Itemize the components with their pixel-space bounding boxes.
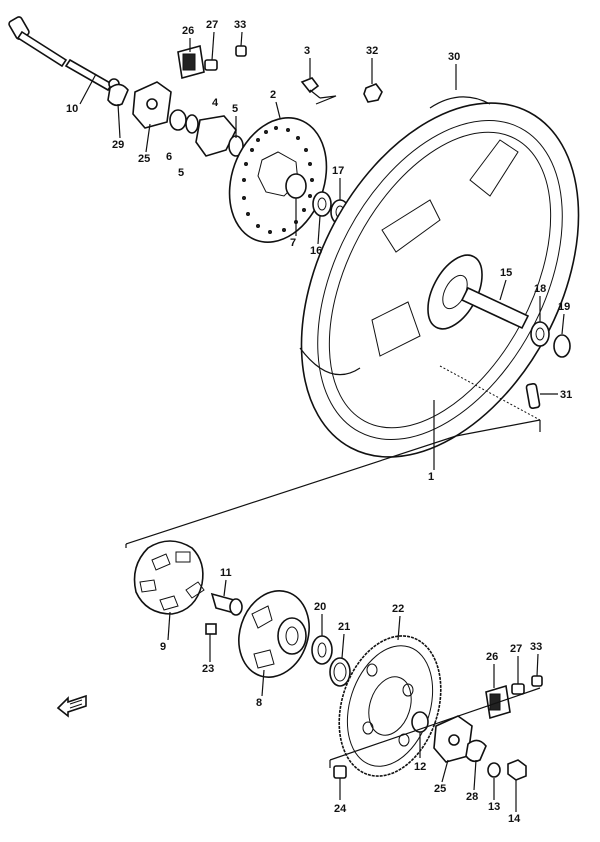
axle xyxy=(8,16,120,92)
callout-27-upper: 27 xyxy=(206,19,218,31)
callout-29: 29 xyxy=(112,139,124,151)
callout-32: 32 xyxy=(366,45,378,57)
callout-21: 21 xyxy=(338,621,350,633)
callout-23: 23 xyxy=(202,663,214,675)
callout-33-upper: 33 xyxy=(234,19,246,31)
callout-5-upper: 5 xyxy=(232,103,238,115)
callout-25-upper: 25 xyxy=(138,153,150,165)
callout-10: 10 xyxy=(66,103,78,115)
callout-7: 7 xyxy=(290,237,296,249)
callout-26-upper: 26 xyxy=(182,25,194,37)
callout-26-lower: 26 xyxy=(486,651,498,663)
callout-28: 28 xyxy=(466,791,478,803)
callout-18: 18 xyxy=(534,283,546,295)
bolt-24 xyxy=(333,765,347,779)
callout-22: 22 xyxy=(392,603,404,615)
collar-11 xyxy=(210,592,243,616)
callout-30: 30 xyxy=(448,51,460,63)
tire-valve xyxy=(525,382,541,410)
nut-32 xyxy=(363,83,383,103)
callout-27-lower: 27 xyxy=(510,643,522,655)
callout-4: 4 xyxy=(212,97,219,109)
callout-16: 16 xyxy=(310,245,322,257)
disc-bolt xyxy=(300,77,321,99)
callout-6: 6 xyxy=(166,151,172,163)
callout-5-lower: 5 xyxy=(178,167,184,179)
callout-8: 8 xyxy=(256,697,262,709)
callout-14: 14 xyxy=(508,813,521,825)
callout-2: 2 xyxy=(270,89,276,101)
callout-19: 19 xyxy=(558,301,570,313)
chain-adjuster-lower xyxy=(433,675,543,781)
callout-11: 11 xyxy=(220,567,232,579)
callout-3: 3 xyxy=(304,45,310,57)
sprocket-carrier xyxy=(238,590,310,678)
callout-13: 13 xyxy=(488,801,500,813)
bearing-20 xyxy=(311,635,333,665)
callout-17: 17 xyxy=(332,165,344,177)
hub-collar-right xyxy=(460,286,571,358)
callout-20: 20 xyxy=(314,601,326,613)
callout-31: 31 xyxy=(560,389,572,401)
callout-25-lower: 25 xyxy=(434,783,446,795)
callout-24: 24 xyxy=(334,803,347,815)
cushion-rubber xyxy=(133,540,205,615)
oil-seal-21 xyxy=(329,657,351,687)
callout-1: 1 xyxy=(428,471,434,483)
front-arrow-icon xyxy=(56,694,87,718)
bolt-23 xyxy=(205,623,217,635)
callout-12-lower: 12 xyxy=(414,761,426,773)
callout-9: 9 xyxy=(160,641,166,653)
chain-adjuster-upper xyxy=(107,44,247,129)
callout-15: 15 xyxy=(500,267,512,279)
callout-33-lower: 33 xyxy=(530,641,542,653)
bearing-collar-stack xyxy=(169,109,244,157)
